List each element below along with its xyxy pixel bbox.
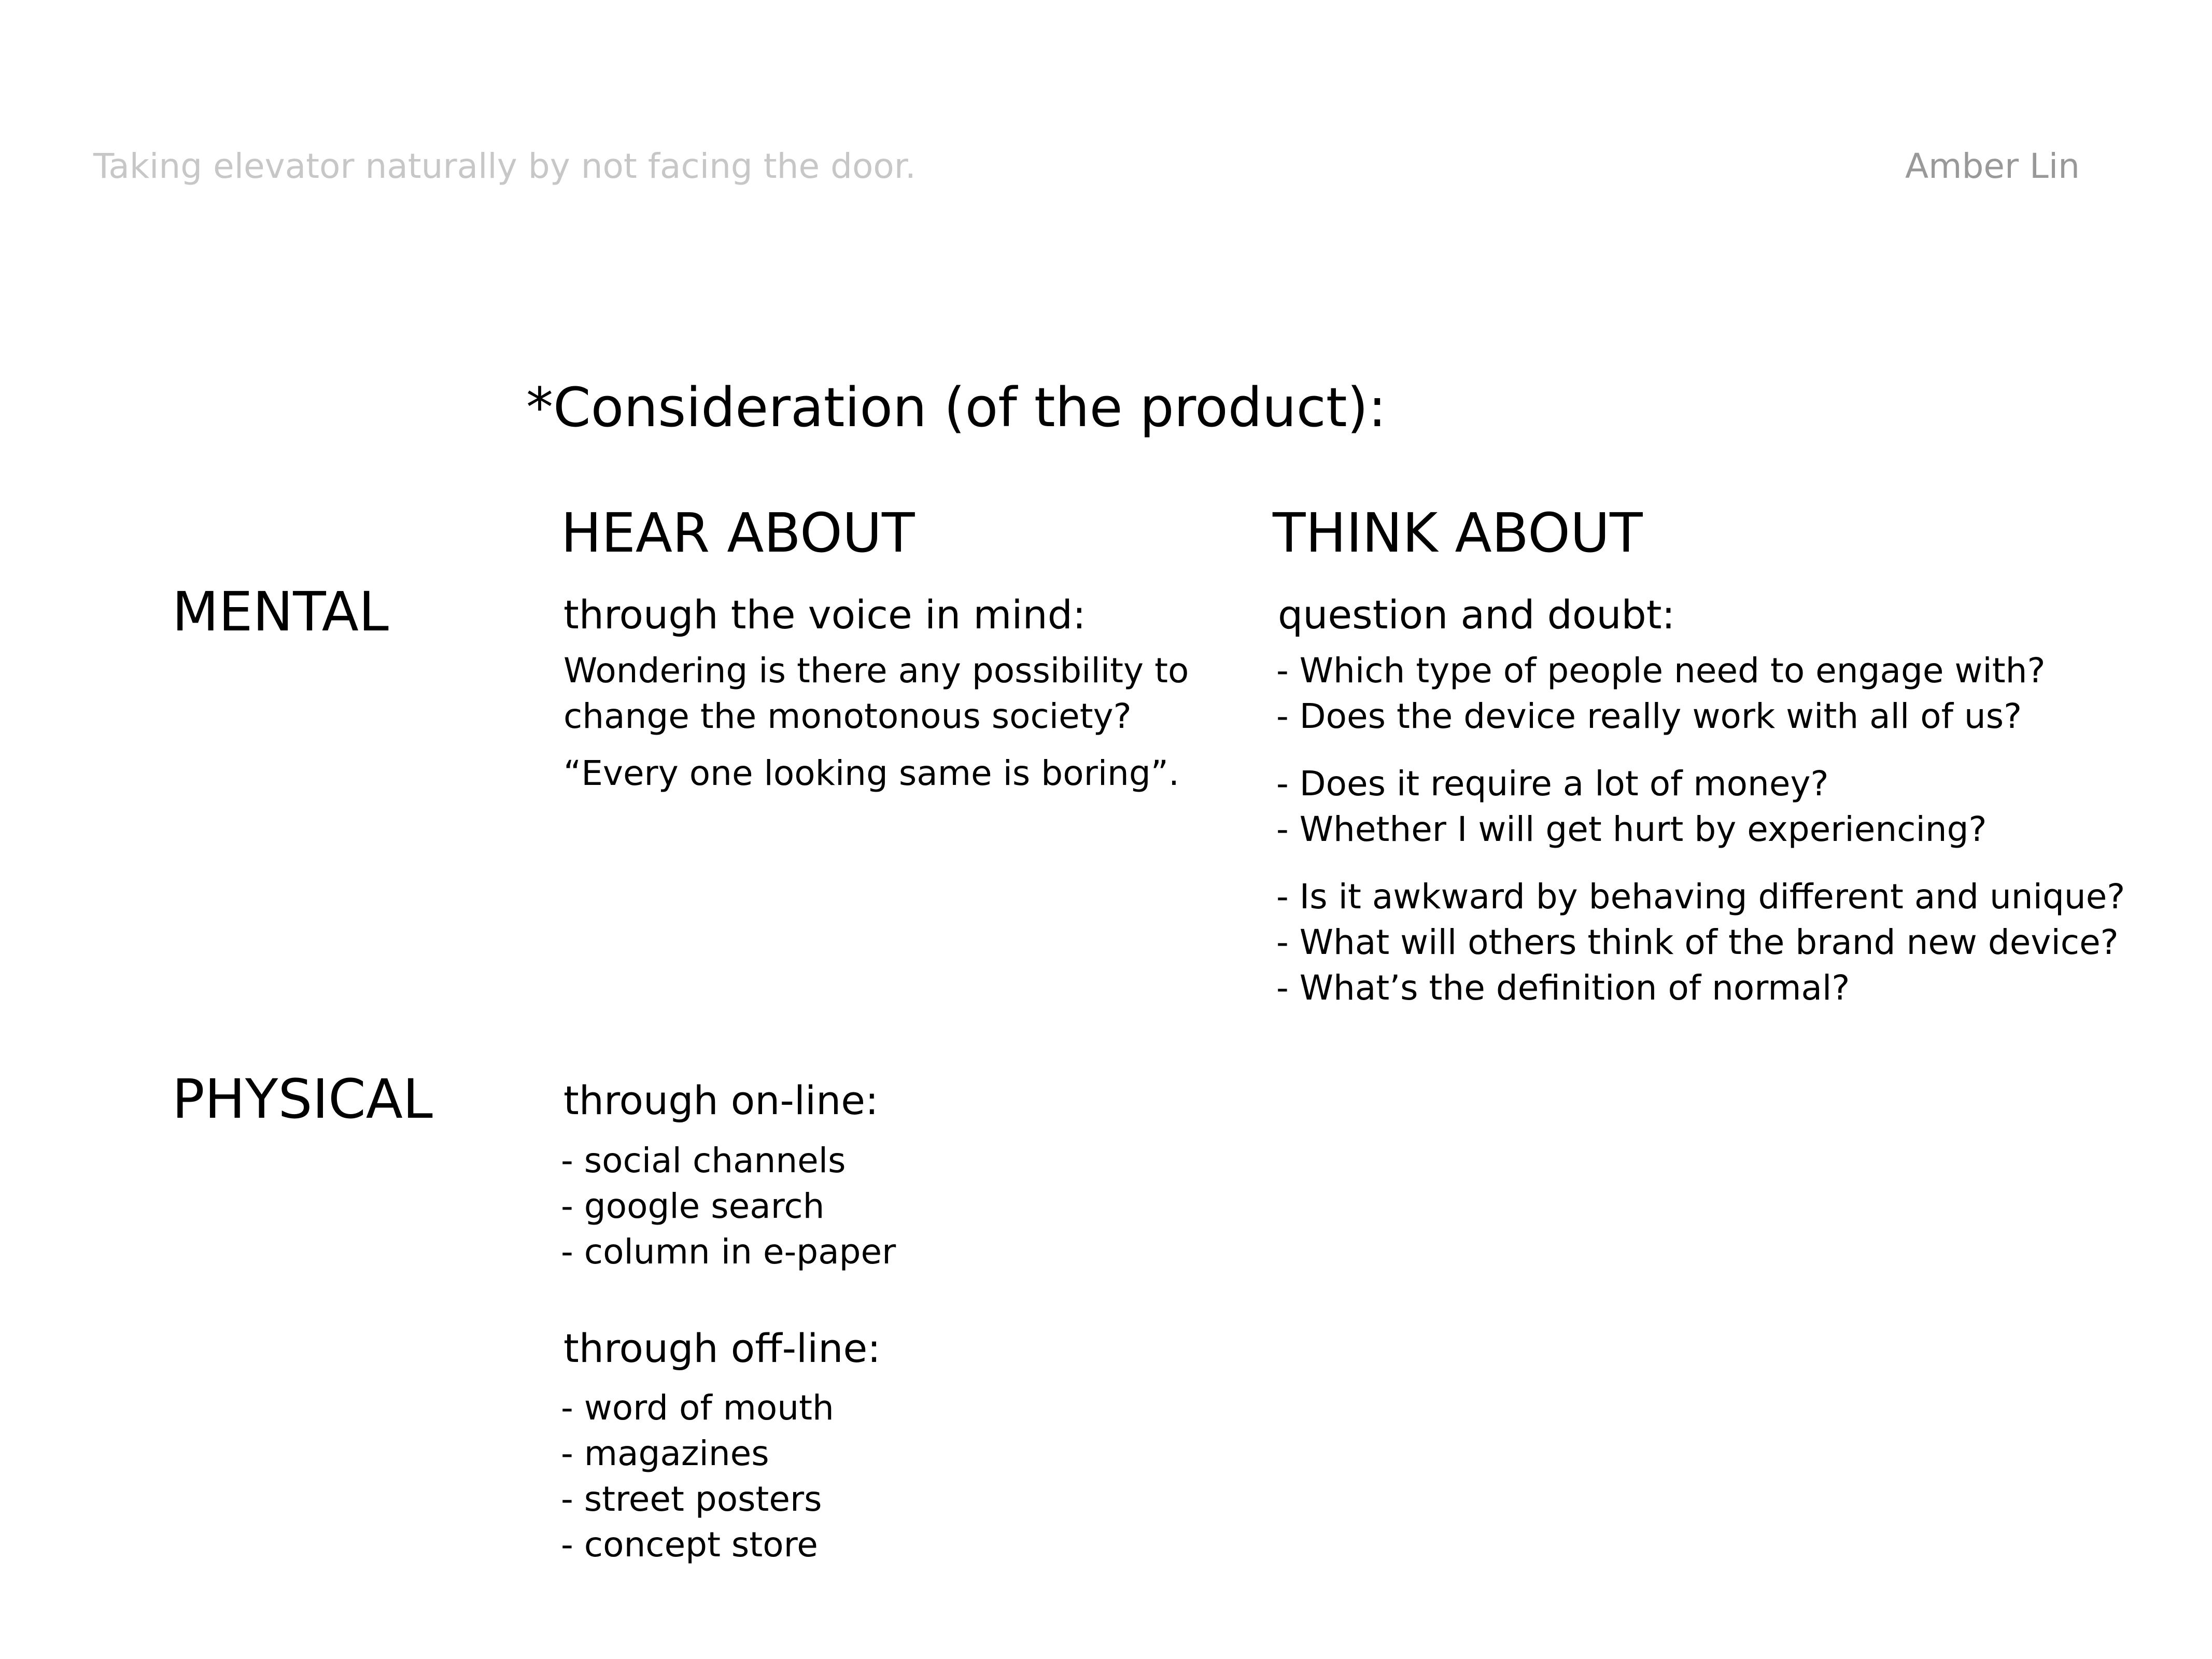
question-item: - Whether I will get hurt by experiencin… (1276, 809, 1987, 849)
list-item: - street posters (561, 1479, 822, 1519)
physical-online-list: - social channels - google search - colu… (561, 1138, 896, 1275)
text-line: Wondering is there any possibility to (563, 651, 1189, 691)
question-item: - What will others think of the brand ne… (1276, 922, 2119, 962)
column-heading-hear-about: HEAR ABOUT (561, 501, 915, 565)
presentation-subtitle: Taking elevator naturally by not facing … (93, 146, 916, 186)
author-name: Amber Lin (1905, 146, 2080, 186)
row-label-mental: MENTAL (172, 580, 389, 643)
question-item: - Does the device really work with all o… (1276, 696, 2022, 736)
physical-offline-list: - word of mouth - magazines - street pos… (561, 1385, 834, 1568)
list-item: - concept store (561, 1525, 818, 1565)
list-item: - magazines (561, 1433, 769, 1473)
question-item: - Is it awkward by behaving different an… (1276, 877, 2125, 917)
list-item: - column in e-paper (561, 1232, 896, 1272)
question-item: - Does it require a lot of money? (1276, 764, 1829, 804)
mental-think-questions: - Which type of people need to engage wi… (1276, 648, 2125, 1011)
list-item: - word of mouth (561, 1388, 834, 1428)
list-item: - social channels (561, 1141, 846, 1180)
question-item: - Which type of people need to engage wi… (1276, 651, 2046, 691)
mental-hear-heading: through the voice in mind: (563, 592, 1086, 638)
question-item: - What’s the definition of normal? (1276, 968, 1850, 1008)
physical-online-heading: through on-line: (563, 1077, 879, 1123)
physical-offline-heading: through off-line: (563, 1325, 881, 1371)
row-label-physical: PHYSICAL (172, 1067, 433, 1131)
column-heading-think-about: THINK ABOUT (1273, 501, 1643, 565)
text-line: “Every one looking same is boring”. (563, 753, 1179, 793)
mental-think-heading: question and doubt: (1278, 592, 1675, 638)
text-line: change the monotonous society? (563, 696, 1132, 736)
list-item: - google search (561, 1186, 825, 1226)
mental-hear-text: Wondering is there any possibility to ch… (563, 648, 1189, 796)
page-title: *Consideration (of the product): (526, 376, 1387, 439)
